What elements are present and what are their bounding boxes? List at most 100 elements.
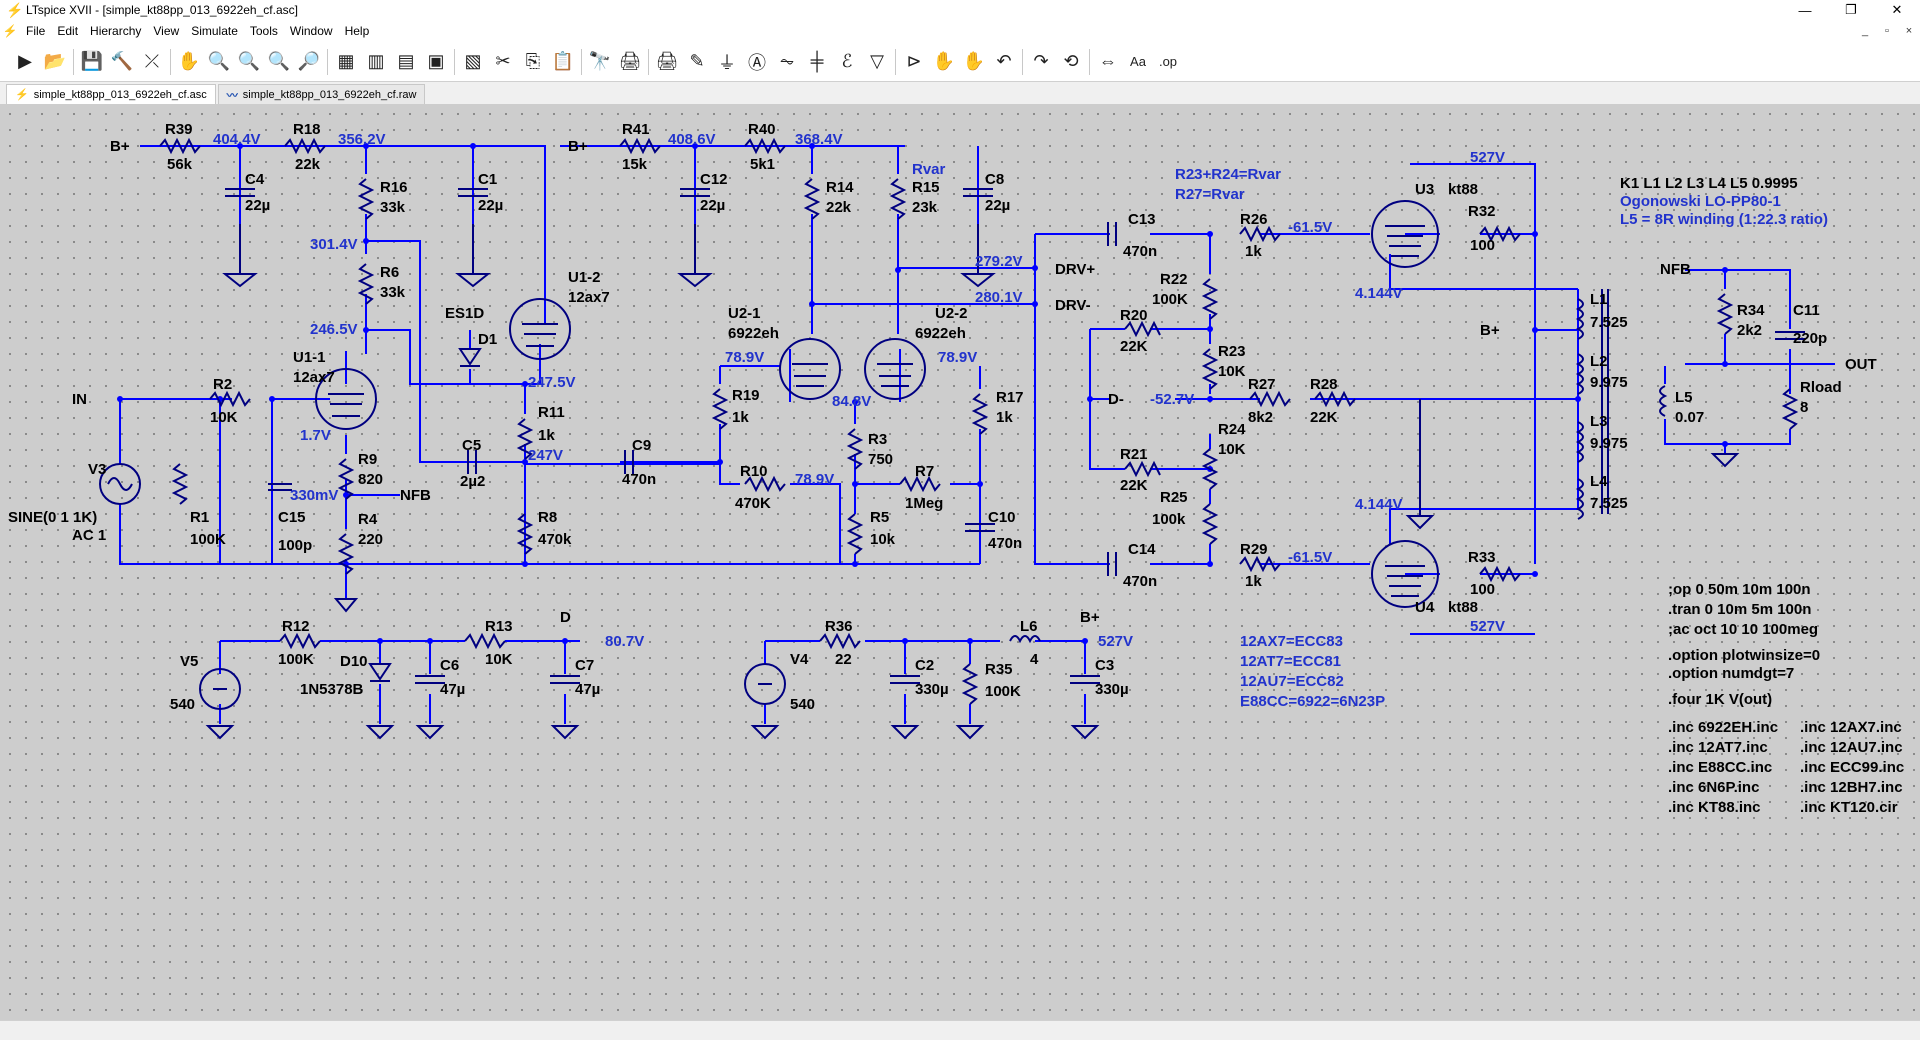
- menu-window[interactable]: Window: [289, 24, 333, 38]
- mirror-icon[interactable]: ⇔: [1099, 51, 1117, 71]
- find-icon[interactable]: 🔭: [588, 51, 612, 71]
- component-icon[interactable]: ⊳: [906, 51, 922, 71]
- toolbar-separator: [1022, 48, 1023, 75]
- c5-value: 2µ2: [460, 473, 485, 490]
- spice-directive-icon[interactable]: .op: [1158, 54, 1178, 69]
- menu-view[interactable]: View: [153, 24, 180, 38]
- tab-waveform[interactable]: 〰 simple_kt88pp_013_6922eh_cf.raw: [217, 84, 426, 104]
- rotate-icon[interactable]: ⟲: [1063, 51, 1079, 71]
- menu-edit[interactable]: Edit: [57, 24, 79, 38]
- text-icon[interactable]: Aa: [1130, 54, 1146, 69]
- c13-label: C13: [1128, 211, 1156, 228]
- inductor-icon[interactable]: ℰ: [841, 51, 853, 71]
- label-net-icon[interactable]: Ⓐ: [748, 52, 766, 73]
- r2-value: 10K: [210, 409, 238, 426]
- zoom-fit-icon[interactable]: 🔎: [297, 51, 321, 71]
- c4-label: C4: [245, 171, 265, 188]
- rvar-note: R27=Rvar: [1175, 186, 1245, 203]
- mdi-restore-button[interactable]: ▫: [1885, 25, 1889, 37]
- mdi-close-button[interactable]: ×: [1905, 25, 1913, 37]
- u3-type: kt88: [1448, 181, 1478, 198]
- r12-label: R12: [282, 618, 310, 635]
- tile-horizontal-icon[interactable]: ▤: [397, 51, 415, 71]
- schematic-canvas[interactable]: B+ R39 56k 404.4V R18 22k 356.2V C4 22µ …: [0, 104, 1920, 1020]
- ground-icon[interactable]: ⏚: [718, 52, 736, 73]
- toolbar-separator: [581, 48, 582, 75]
- drag-icon[interactable]: ✋: [962, 51, 986, 71]
- u2-2-type: 6922eh: [915, 325, 966, 342]
- control-panel-icon[interactable]: 🔨: [110, 51, 134, 71]
- l3-label: L3: [1590, 413, 1608, 430]
- d-label: D: [560, 609, 571, 626]
- r10-value: 470K: [735, 495, 771, 512]
- u1-2-type: 12ax7: [568, 289, 610, 306]
- r6-value: 33k: [380, 284, 406, 301]
- spice-directive-inc: .inc KT88.inc: [1668, 799, 1761, 816]
- pick-visible-traces-icon[interactable]: ⤫: [144, 51, 160, 71]
- print-preview-icon[interactable]: 🖨: [655, 51, 679, 71]
- draw-wire-icon[interactable]: ✎: [689, 51, 705, 71]
- pan-icon[interactable]: ✋: [177, 51, 201, 71]
- r7-label: R7: [915, 463, 934, 480]
- mdi-minimize-button[interactable]: _: [1861, 25, 1869, 37]
- waveform-icon: 〰: [226, 89, 238, 102]
- zoom-out-icon[interactable]: 🔍: [237, 51, 261, 71]
- l4-label: L4: [1590, 473, 1608, 490]
- d10-value: 1N5378B: [300, 681, 364, 698]
- menu-simulate[interactable]: Simulate: [191, 24, 238, 38]
- ltspice-app-icon: ⚡: [6, 2, 24, 18]
- coupling-directive: K1 L1 L2 L3 L4 L5 0.9995: [1620, 175, 1798, 192]
- paste-icon[interactable]: 📋: [551, 51, 575, 71]
- tab-schematic[interactable]: ⚡ simple_kt88pp_013_6922eh_cf.asc: [6, 84, 216, 104]
- l1-value: 7.525: [1590, 314, 1628, 331]
- print-icon[interactable]: 🖨: [618, 51, 642, 71]
- open-icon[interactable]: 📂: [43, 51, 67, 71]
- capacitor-icon[interactable]: ╪: [810, 51, 824, 71]
- menu-file[interactable]: File: [26, 24, 46, 38]
- r27-value: 8k2: [1248, 409, 1273, 426]
- r2-label: R2: [213, 376, 232, 393]
- r11-value: 1k: [538, 427, 555, 444]
- close-button[interactable]: ✕: [1891, 2, 1903, 17]
- r21-value: 22K: [1120, 477, 1148, 494]
- run-icon[interactable]: ▶: [18, 51, 32, 71]
- output-label: OUT: [1845, 356, 1877, 373]
- c10-label: C10: [988, 509, 1016, 526]
- toolbar-separator: [1089, 48, 1090, 75]
- toolbar-separator: [454, 48, 455, 75]
- cascade-icon[interactable]: ▧: [464, 51, 482, 71]
- c12-label: C12: [700, 171, 728, 188]
- menu-help[interactable]: Help: [344, 24, 370, 38]
- menu-hierarchy[interactable]: Hierarchy: [90, 24, 142, 38]
- diode-icon[interactable]: ▽: [870, 51, 884, 71]
- autorange-icon[interactable]: ▦: [337, 51, 355, 71]
- cut-icon[interactable]: ✂: [495, 51, 511, 71]
- menu-tools[interactable]: Tools: [249, 24, 278, 38]
- spice-directive-op: ;op 0 50m 10m 100n: [1668, 581, 1811, 598]
- undo-icon[interactable]: ↶: [996, 51, 1012, 71]
- r41-value: 15k: [622, 156, 648, 173]
- zoom-area-icon[interactable]: 🔍: [267, 51, 291, 71]
- waveform-view-icon[interactable]: ▥: [367, 51, 385, 71]
- minimize-button[interactable]: —: [1798, 2, 1812, 18]
- r9-label: R9: [358, 451, 377, 468]
- redo-icon[interactable]: ↷: [1033, 51, 1049, 71]
- zoom-in-icon[interactable]: 🔍: [207, 51, 231, 71]
- c15-value: 100p: [278, 537, 312, 554]
- c2-value: 330µ: [915, 681, 949, 698]
- r3-value: 750: [868, 451, 893, 468]
- tile-vertical-icon[interactable]: ▣: [427, 51, 445, 71]
- move-icon[interactable]: ✋: [932, 51, 956, 71]
- copy-icon[interactable]: ⎘: [525, 51, 541, 71]
- d1-label: D1: [478, 331, 497, 348]
- maximize-button[interactable]: ❐: [1845, 2, 1857, 17]
- c4-value: 22µ: [245, 197, 270, 214]
- r15-value: 23k: [912, 199, 938, 216]
- save-icon[interactable]: 💾: [80, 51, 104, 71]
- r16-label: R16: [380, 179, 408, 196]
- resistor-icon[interactable]: ⏦: [779, 51, 795, 71]
- r19-label: R19: [732, 387, 760, 404]
- document-icon[interactable]: ⚡: [2, 24, 18, 38]
- schematic-icon: ⚡: [15, 89, 29, 101]
- r5-value: 10k: [870, 531, 896, 548]
